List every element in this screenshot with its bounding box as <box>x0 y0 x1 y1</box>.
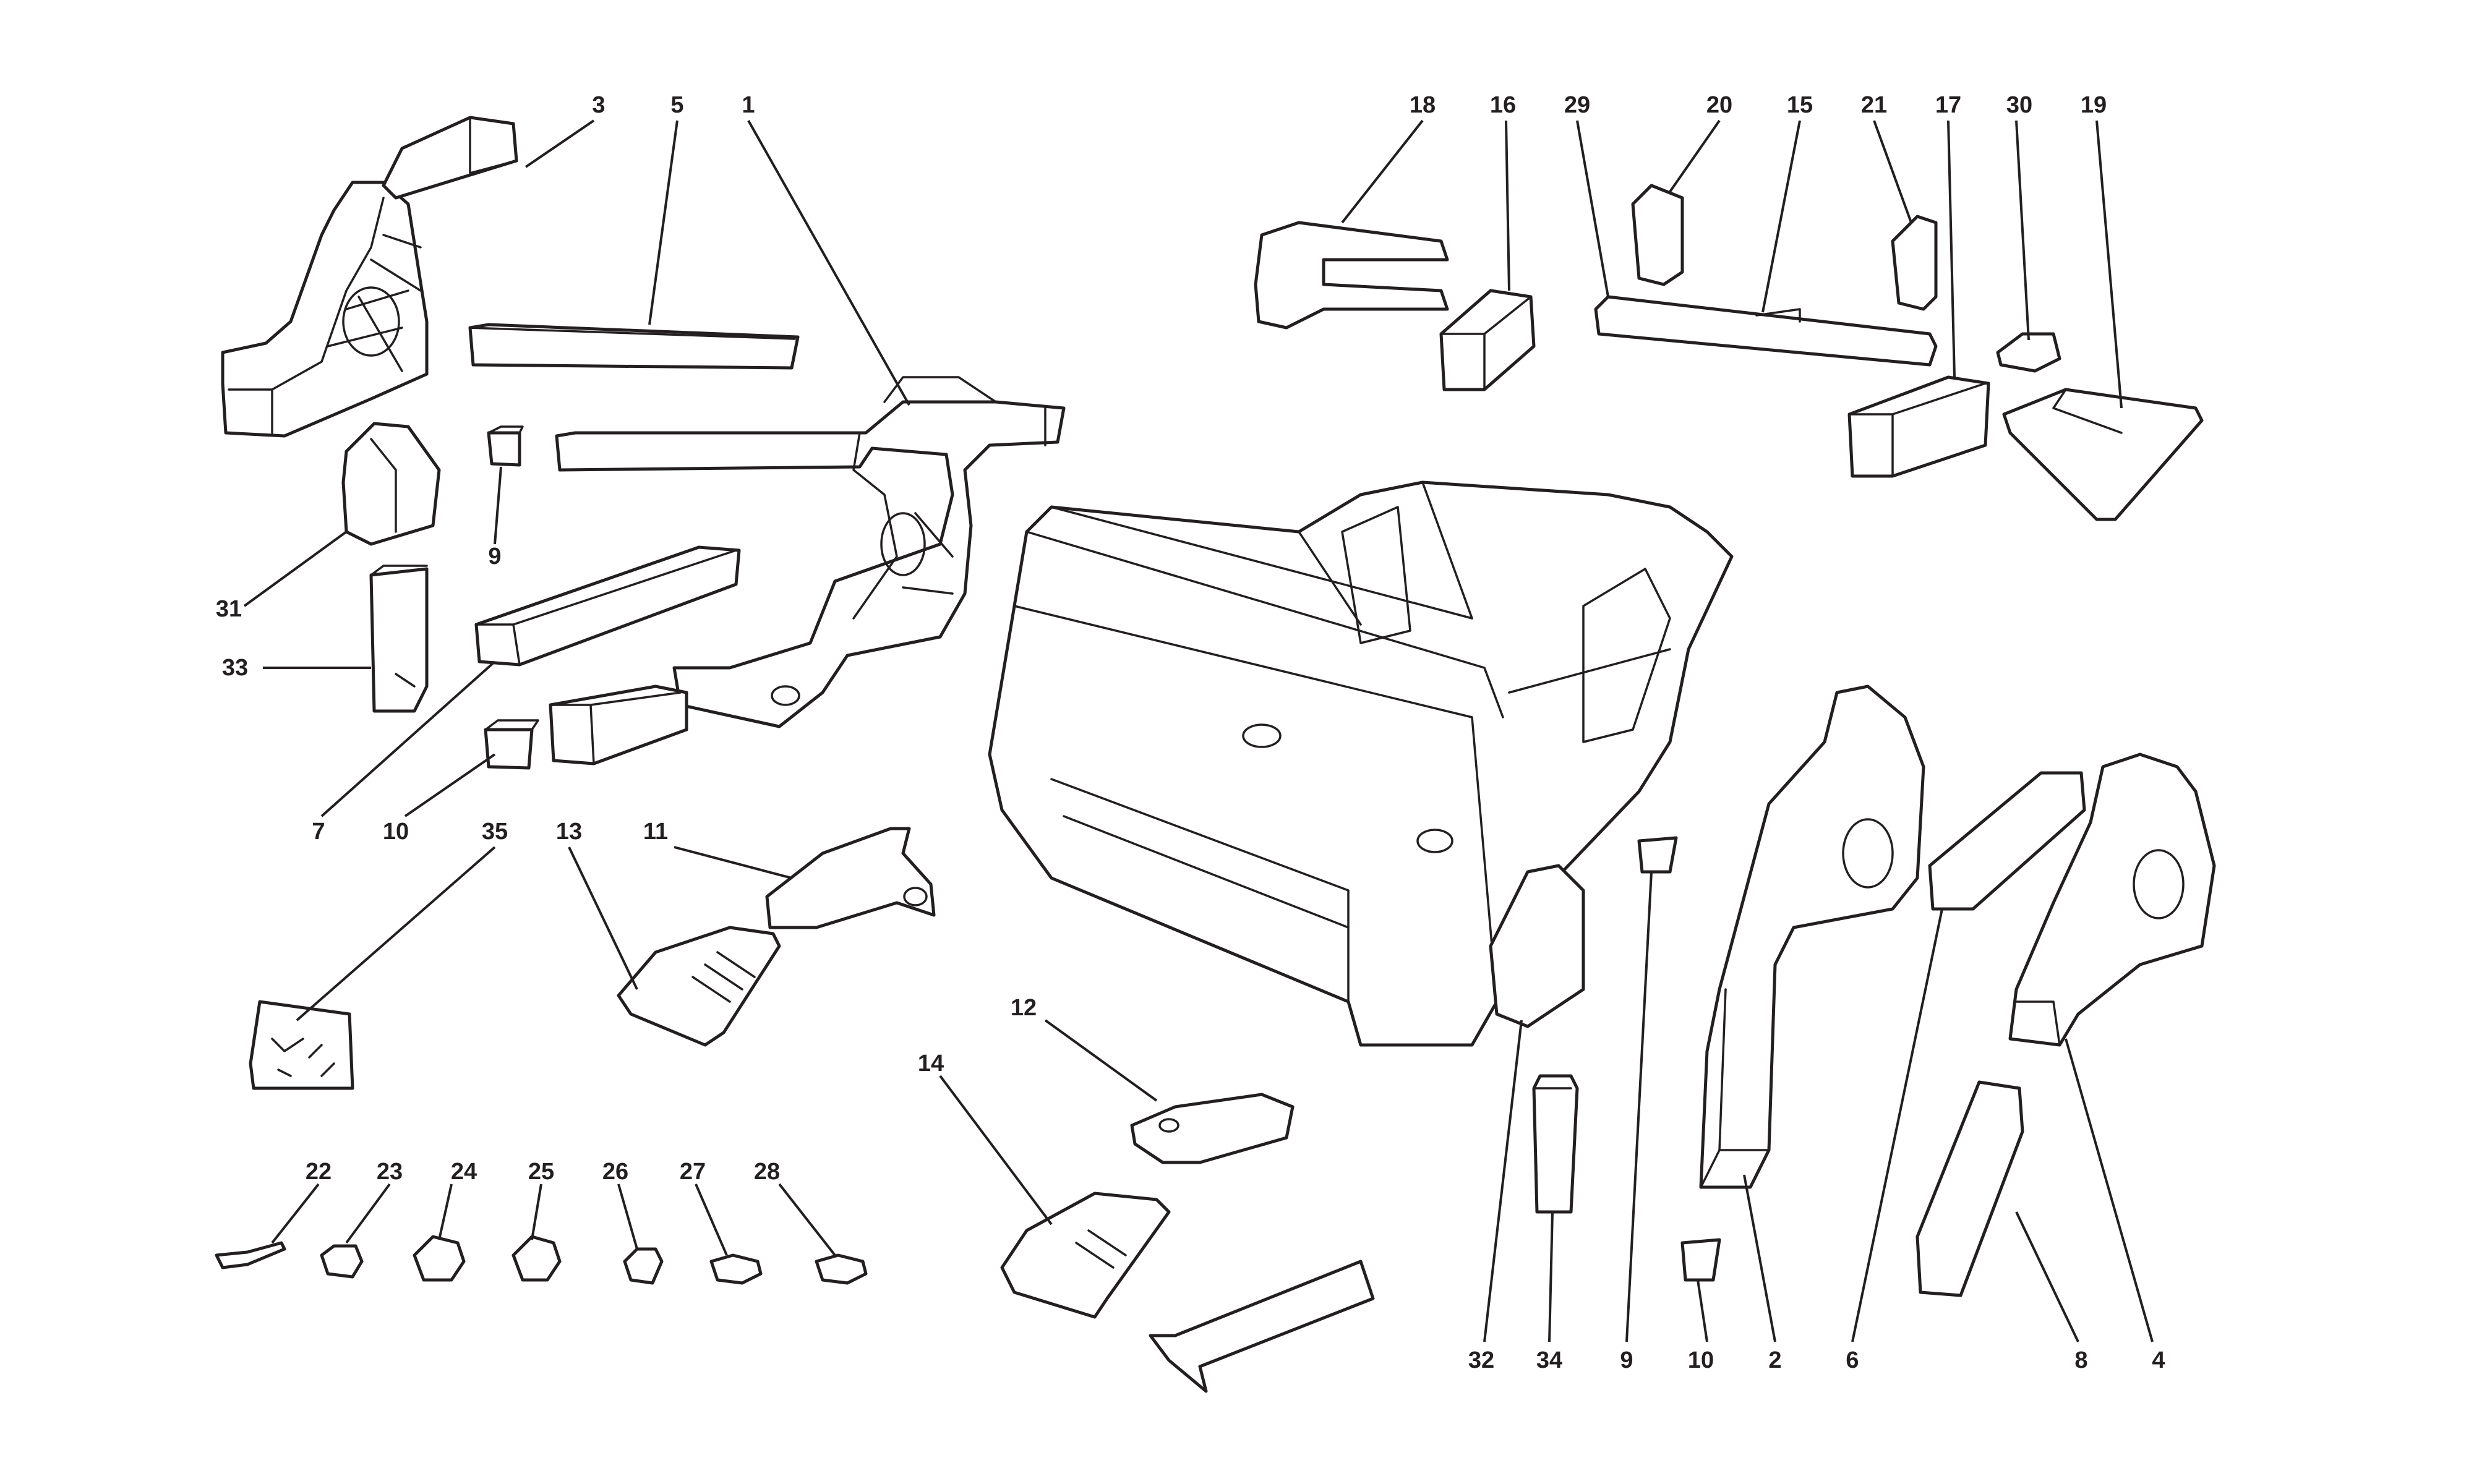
callout-35: 35 <box>482 819 508 845</box>
callout-31: 31 <box>216 596 242 622</box>
callout-10-left: 10 <box>383 819 409 845</box>
side-box-17 <box>1847 375 1990 478</box>
callout-3: 3 <box>592 92 605 118</box>
bracket-20 <box>1631 184 1684 286</box>
callout-17: 17 <box>1935 92 1961 118</box>
main-chassis-frame <box>988 480 1734 1047</box>
lower-rail-block <box>549 684 688 765</box>
bracket-21 <box>1891 215 1938 311</box>
callout-24: 24 <box>451 1159 477 1185</box>
callout-10-right: 10 <box>1688 1347 1714 1373</box>
short-spacer <box>487 425 524 467</box>
right-frame-left <box>1699 684 1925 1189</box>
rail-left <box>1928 771 2086 911</box>
callout-14: 14 <box>918 1051 944 1077</box>
callout-30: 30 <box>2006 92 2032 118</box>
pillar <box>1489 864 1585 1028</box>
callout-28: 28 <box>754 1159 780 1185</box>
leader-lines <box>243 119 2154 1342</box>
callout-29: 29 <box>1564 92 1590 118</box>
callout-11: 11 <box>643 819 668 845</box>
callout-12: 12 <box>1011 995 1037 1021</box>
callout-26: 26 <box>602 1159 628 1185</box>
side-member <box>555 376 1066 728</box>
orientation-arrow <box>1149 1260 1375 1393</box>
callout-19: 19 <box>2081 92 2107 118</box>
lower-spacer <box>484 719 539 770</box>
callout-labels: 3 5 1 9 31 33 7 10 35 13 11 12 14 22 23 … <box>216 92 2165 1373</box>
cover-right <box>1000 1192 1171 1319</box>
callout-13: 13 <box>556 819 582 845</box>
callout-22: 22 <box>306 1159 332 1185</box>
callout-9-right: 9 <box>1620 1347 1633 1373</box>
callout-27: 27 <box>680 1159 706 1185</box>
fasteners <box>215 1235 868 1285</box>
pillar-block <box>1532 1074 1579 1214</box>
callout-5: 5 <box>670 92 683 118</box>
callout-23: 23 <box>377 1159 403 1185</box>
bracket-front <box>341 422 441 546</box>
spacer-10-right <box>1680 1238 1721 1282</box>
callout-2: 2 <box>1768 1347 1781 1373</box>
sleeve <box>369 565 429 713</box>
bracket-12 <box>1130 1093 1295 1164</box>
callout-7: 7 <box>312 819 325 845</box>
lower-rail <box>474 545 741 667</box>
callout-1: 1 <box>742 92 755 118</box>
callout-25: 25 <box>528 1159 554 1185</box>
cover-left <box>617 926 781 1047</box>
upper-side-member <box>468 323 800 370</box>
bracket-30 <box>1996 332 2061 373</box>
box-16 <box>1439 289 1536 391</box>
callout-33: 33 <box>222 655 248 681</box>
bracket-18 <box>1254 221 1449 330</box>
callout-15: 15 <box>1787 92 1813 118</box>
callout-8: 8 <box>2074 1347 2087 1373</box>
spacer-right <box>1637 836 1678 874</box>
callout-4: 4 <box>2152 1347 2165 1373</box>
bag-of-fasteners <box>249 1000 354 1090</box>
callout-18: 18 <box>1410 92 1436 118</box>
bracket-19 <box>2002 388 2204 521</box>
rail-right <box>1915 1080 2024 1297</box>
callout-32: 32 <box>1468 1347 1494 1373</box>
right-frame-right <box>2008 753 2216 1047</box>
callout-6: 6 <box>1846 1347 1859 1373</box>
callout-20: 20 <box>1706 92 1732 118</box>
callout-21: 21 <box>1861 92 1887 118</box>
callout-34: 34 <box>1536 1347 1562 1373</box>
bracket-rear <box>765 827 936 929</box>
cross-member <box>1594 295 1938 367</box>
callout-9-left: 9 <box>488 544 501 569</box>
callout-16: 16 <box>1490 92 1516 118</box>
left-front-frame <box>221 116 518 438</box>
